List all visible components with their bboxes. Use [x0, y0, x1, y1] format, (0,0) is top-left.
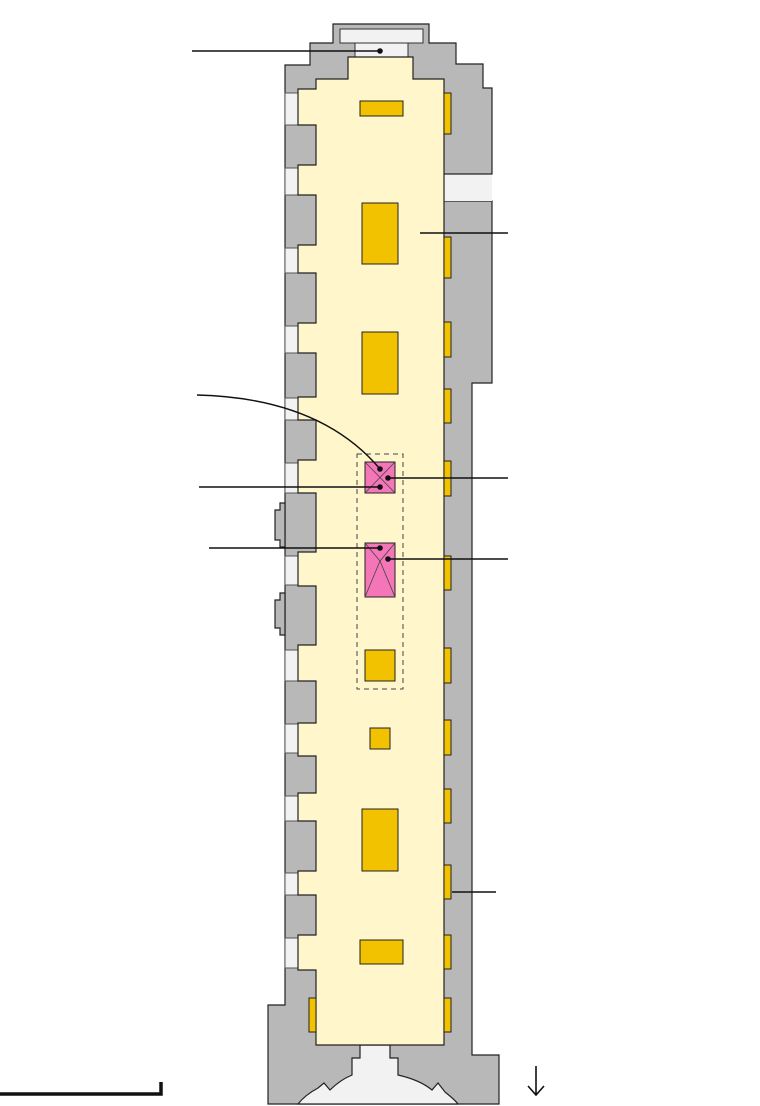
window [284, 872, 299, 896]
wall-feature [443, 647, 452, 684]
legend [0, 1066, 545, 1097]
wall-feature [443, 236, 452, 279]
wall-feature [443, 92, 452, 135]
wall-feature [443, 864, 452, 900]
wall-feature [443, 388, 452, 424]
window [284, 723, 299, 754]
leader-line [196, 394, 381, 470]
wall-feature [443, 788, 452, 824]
leader-dot [377, 48, 383, 54]
scale-bar [0, 1082, 163, 1096]
window [284, 167, 299, 196]
cross-mark [364, 542, 396, 598]
leader-dot [377, 484, 383, 490]
feature-block [359, 100, 404, 117]
window [284, 937, 299, 969]
window [284, 92, 299, 126]
leader-dot [377, 466, 383, 472]
feature-block [361, 331, 399, 395]
wall-feature [443, 555, 452, 591]
apse-opening [296, 1044, 460, 1105]
wall-feature [443, 321, 452, 358]
window [284, 247, 299, 274]
features [308, 92, 452, 1033]
window [284, 795, 299, 822]
leader-dot [385, 475, 391, 481]
leader-lines [192, 48, 508, 893]
arrow-down-icon [527, 1066, 545, 1097]
window [284, 462, 299, 494]
feature-block [359, 939, 404, 965]
side-opening [444, 175, 492, 201]
window [284, 325, 299, 354]
feature-block [364, 649, 396, 682]
highlight-block [364, 542, 396, 598]
buttress [274, 502, 286, 548]
wall-feature [443, 997, 452, 1033]
wall-feature [443, 719, 452, 756]
window [284, 649, 299, 682]
wall-feature [443, 934, 452, 970]
feature-block [308, 997, 317, 1033]
entrance-porch [339, 28, 424, 44]
leader-dot [377, 545, 383, 551]
feature-block [361, 202, 399, 265]
leader-dot [385, 556, 391, 562]
buttress [274, 592, 286, 636]
window [284, 555, 299, 586]
dashed-enclosure [356, 453, 404, 690]
cross-mark [364, 461, 396, 494]
feature-block [369, 727, 391, 750]
highlighted-features [356, 453, 404, 690]
feature-block [361, 808, 399, 872]
